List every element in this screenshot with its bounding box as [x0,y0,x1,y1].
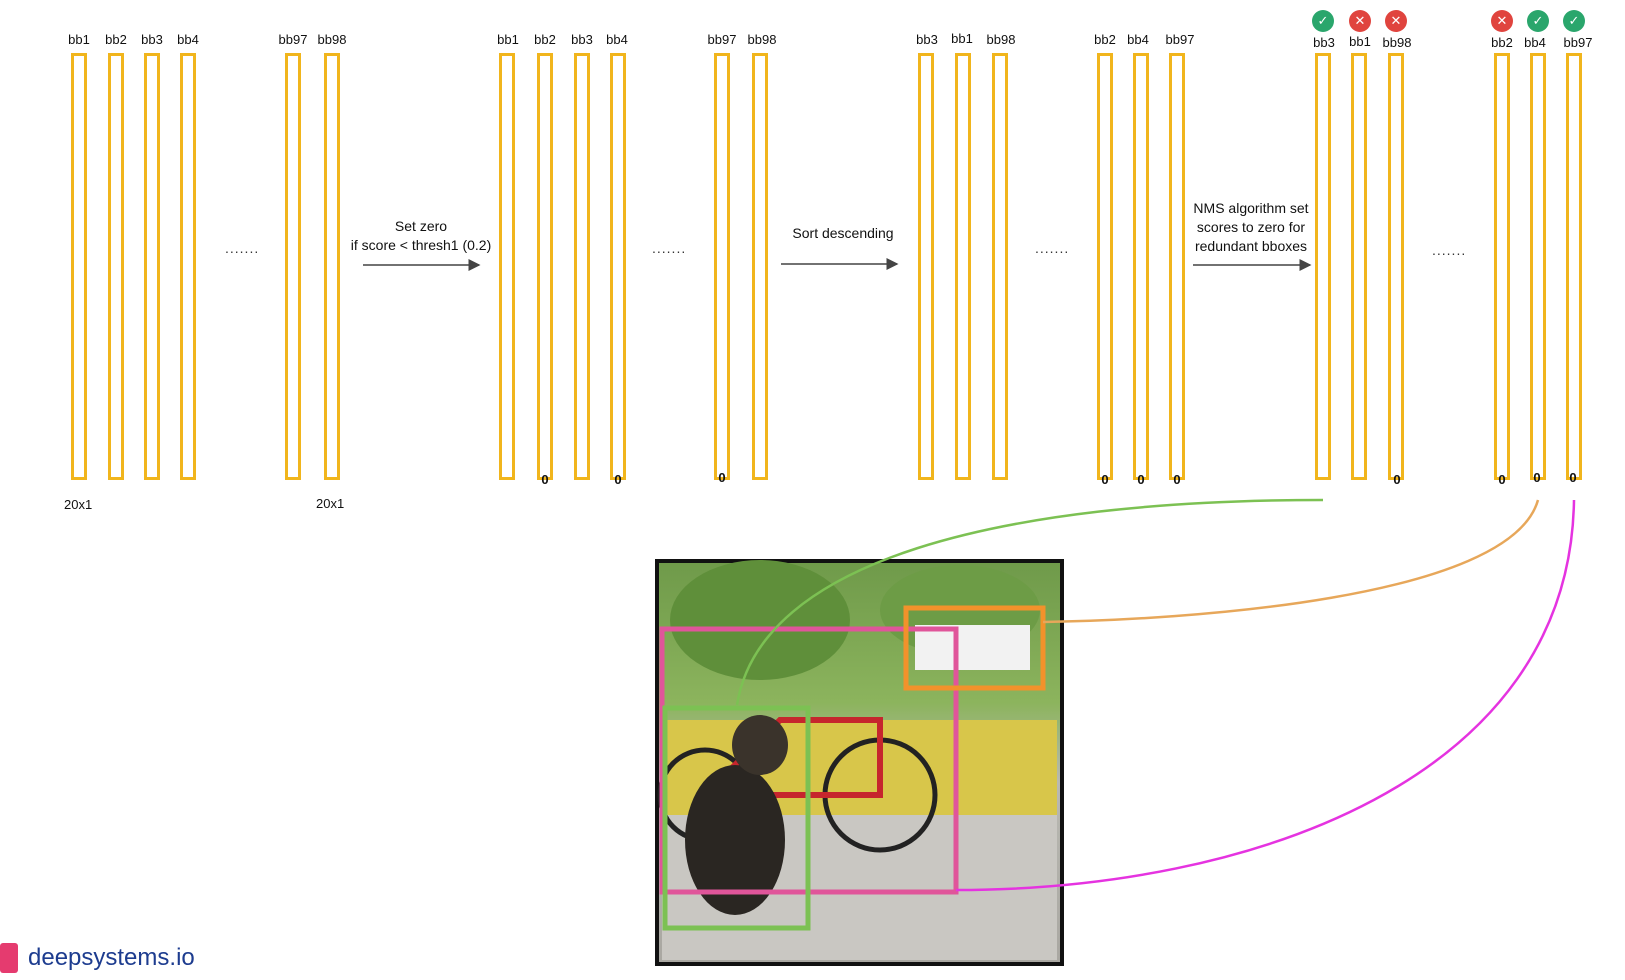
stage-3-label-5: bb4 [1127,32,1149,47]
check-icon: ✓ [1563,10,1585,32]
check-icon: ✓ [1312,10,1334,32]
dog-head [732,715,788,775]
connector-orange [1042,499,1540,624]
arrow-1-line-2: if score < thresh1 (0.2) [350,237,492,253]
score-column [1530,53,1546,480]
zero-score: 0 [541,472,549,487]
score-column [71,53,87,480]
stage-4-label-1: bb3 [1313,35,1335,50]
score-column [499,53,515,480]
score-column [537,53,553,480]
score-column [1494,53,1510,480]
score-column [1169,53,1185,480]
stage-3-label-4: bb2 [1094,32,1116,47]
bbox-truck [903,605,1046,691]
stage-4-label-3: bb98 [1382,35,1412,50]
brand-name: deepsystems.io [28,944,195,971]
zero-score: 0 [614,472,622,487]
dog-photo [655,559,1064,966]
score-column [180,53,196,480]
stage-1-label-6: bb98 [317,32,347,47]
zero-score: 0 [1101,472,1109,487]
score-column [285,53,301,480]
stage-4-label-2: bb1 [1349,34,1371,49]
stage-2-label-4: bb4 [606,32,628,47]
arrow-3-caption: NMS algorithm set scores to zero for red… [1193,199,1308,256]
bbox-dog [662,705,811,931]
arrow-3-line-1: NMS algorithm set [1193,200,1309,216]
cross-icon: ✕ [1349,10,1371,32]
check-icon: ✓ [1527,10,1549,32]
stage-2-label-2: bb2 [534,32,556,47]
stage-2-label-1: bb1 [497,32,519,47]
arrow-3-line-2: scores to zero for [1196,219,1306,235]
size-label: 20x1 [64,497,93,512]
score-column [1566,53,1582,480]
stage-3-label-3: bb98 [986,32,1016,47]
zero-score: 0 [1569,470,1577,485]
score-column [1315,53,1331,480]
zero-score: 0 [1498,472,1506,487]
stage-1-label-3: bb3 [141,32,163,47]
zero-score: 0 [1393,472,1401,487]
zero-score: 0 [1173,472,1181,487]
score-column [955,53,971,480]
ellipsis: ....... [1035,240,1070,256]
arrow-2-line-1: Sort descending [792,225,894,241]
score-column [1097,53,1113,480]
score-column [752,53,768,480]
arrow-1-caption: Set zero if score < thresh1 (0.2) [351,217,491,255]
score-column [108,53,124,480]
ellipsis: ....... [1432,242,1467,258]
ellipsis: ....... [225,240,260,256]
zero-score: 0 [1137,472,1145,487]
stage-3-label-2: bb1 [951,31,973,46]
cross-icon: ✕ [1491,10,1513,32]
stage-3-label-6: bb97 [1165,32,1195,47]
score-column [918,53,934,480]
score-column [1133,53,1149,480]
score-column [992,53,1008,480]
arrow-2-caption: Sort descending [792,224,893,243]
stage-3-label-1: bb3 [916,32,938,47]
stage-2-label-3: bb3 [571,32,593,47]
cross-icon: ✕ [1385,10,1407,32]
score-column [1351,53,1367,480]
stage-2-label-5: bb97 [707,32,737,47]
arrow-3-line-3: redundant bboxes [1194,238,1308,254]
stage-4-label-4: bb2 [1491,35,1513,50]
score-column [144,53,160,480]
score-column [714,53,730,480]
stage-1-label-5: bb97 [278,32,308,47]
arrow-1-line-1: Set zero [394,218,448,234]
stage-1-label-2: bb2 [105,32,127,47]
connector-magenta [955,499,1576,892]
zero-score: 0 [718,470,726,485]
stage-4-label-6: bb97 [1563,35,1593,50]
stage-2-label-6: bb98 [747,32,777,47]
size-label: 20x1 [316,496,345,511]
zero-score: 0 [1533,470,1541,485]
stage-1-label-1: bb1 [68,32,90,47]
score-column [574,53,590,480]
stage-1-label-4: bb4 [177,32,199,47]
connector-green [735,498,1324,706]
ellipsis: ....... [652,240,687,256]
logo-mark [0,943,18,973]
score-column [610,53,626,480]
stage-4-label-5: bb4 [1524,35,1546,50]
score-column [324,53,340,480]
brand-logo: deepsystems.io [0,943,195,973]
tree-foliage [670,560,850,680]
score-column [1388,53,1404,480]
white-truck [915,625,1030,670]
dog [685,765,785,915]
